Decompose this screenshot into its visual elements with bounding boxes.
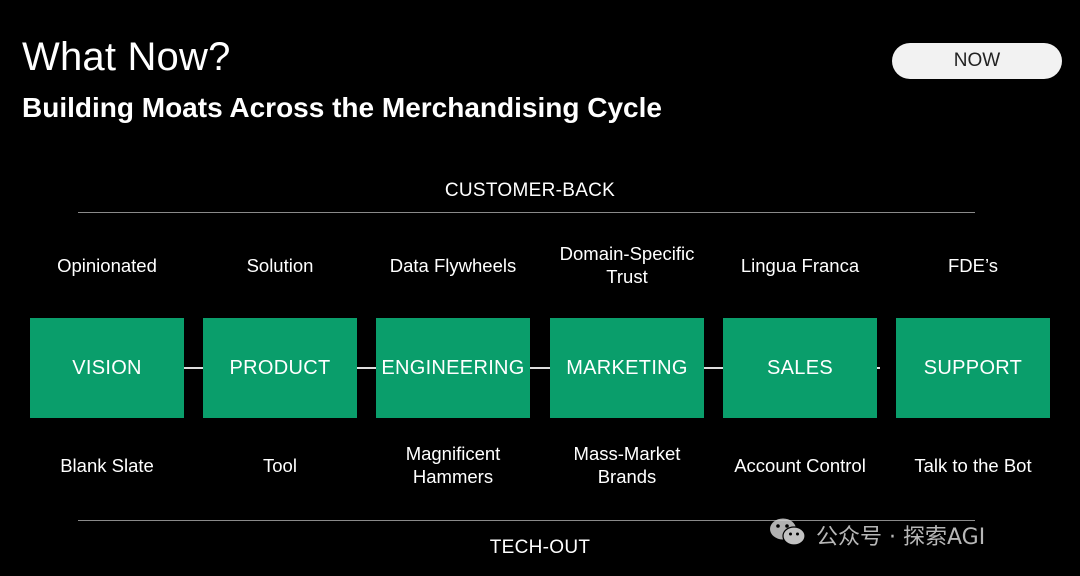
- stage-box-marketing: MARKETING: [550, 318, 704, 418]
- stage-lower-label: Magnificent Hammers: [405, 443, 501, 487]
- stage-lower-label: Account Control: [734, 454, 866, 476]
- wechat-icon: [768, 517, 808, 553]
- stage-upper-label: Opinionated: [57, 254, 157, 276]
- customer-back-label: CUSTOMER-BACK: [444, 180, 616, 201]
- stage-upper-label: Solution: [246, 254, 314, 276]
- stage-box-sales: SALES: [723, 318, 877, 418]
- stage-box-vision: VISION: [30, 318, 184, 418]
- slide-title: What Now?: [22, 35, 231, 79]
- stage-lower-label: Talk to the Bot: [914, 454, 1032, 476]
- stage-connector-line: [180, 367, 880, 369]
- stage-upper-label: FDE’s: [947, 254, 999, 276]
- stage-upper-label: Domain-Specific Trust: [559, 243, 695, 287]
- stage-box-product: PRODUCT: [203, 318, 357, 418]
- stage-lower-label: Mass-Market Brands: [573, 443, 681, 487]
- stage-box-engineering: ENGINEERING: [376, 318, 530, 418]
- stage-upper-label: Lingua Franca: [740, 254, 860, 276]
- stage-lower-label: Tool: [263, 454, 297, 476]
- top-divider: [78, 212, 975, 213]
- watermark: 公众号 · 探索AGI: [768, 518, 985, 552]
- tech-out-label: TECH-OUT: [489, 537, 591, 558]
- stage-upper-label: Data Flywheels: [389, 254, 517, 276]
- bottom-divider: [78, 520, 975, 521]
- stage-lower-label: Blank Slate: [60, 454, 154, 476]
- watermark-text: 公众号 · 探索AGI: [816, 525, 986, 550]
- now-badge: NOW: [892, 43, 1062, 79]
- slide-subtitle: Building Moats Across the Merchandising …: [22, 92, 662, 123]
- stage-box-support: SUPPORT: [896, 318, 1050, 418]
